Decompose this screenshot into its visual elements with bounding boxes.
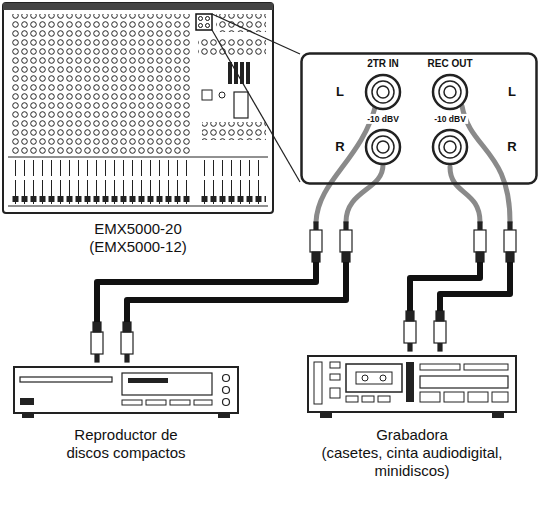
channel-letter: R [507, 139, 516, 155]
cd-player: Reproductor de discos compactos [12, 365, 240, 420]
jack-group-heading: REC OUT [428, 58, 473, 70]
channel-letter: L [336, 84, 344, 100]
recorder-illustration [306, 354, 518, 420]
mixer-illustration [2, 2, 274, 214]
device-note: (EMX5000-12) [38, 238, 238, 256]
connector-panel: 2TR IN REC OUT L -10 dBV R L -10 dBV R [300, 52, 538, 185]
device-caption: Grabadora(casetes, cinta audiodigital, m… [296, 426, 528, 480]
mixer: EMX5000-20(EMX5000-12) [2, 2, 274, 214]
device-name: Reproductor de discos compactos [56, 426, 196, 462]
device-name: EMX5000-20 [38, 220, 238, 238]
level-note: -10 dBV [365, 114, 401, 124]
jack-group-heading: 2TR IN [367, 58, 399, 70]
level-note: -10 dBV [432, 114, 468, 124]
channel-letter: R [335, 139, 344, 155]
device-caption: EMX5000-20(EMX5000-12) [38, 220, 238, 256]
device-caption: Reproductor de discos compactos [56, 426, 196, 462]
device-name: Grabadora [296, 426, 528, 444]
channel-letter: L [508, 84, 516, 100]
cd-player-illustration [12, 365, 240, 420]
device-note: (casetes, cinta audiodigital, minidiscos… [296, 444, 528, 480]
audio-cable [404, 106, 516, 351]
recorder: Grabadora(casetes, cinta audiodigital, m… [306, 354, 518, 420]
jack-panel-illustration [300, 52, 538, 185]
